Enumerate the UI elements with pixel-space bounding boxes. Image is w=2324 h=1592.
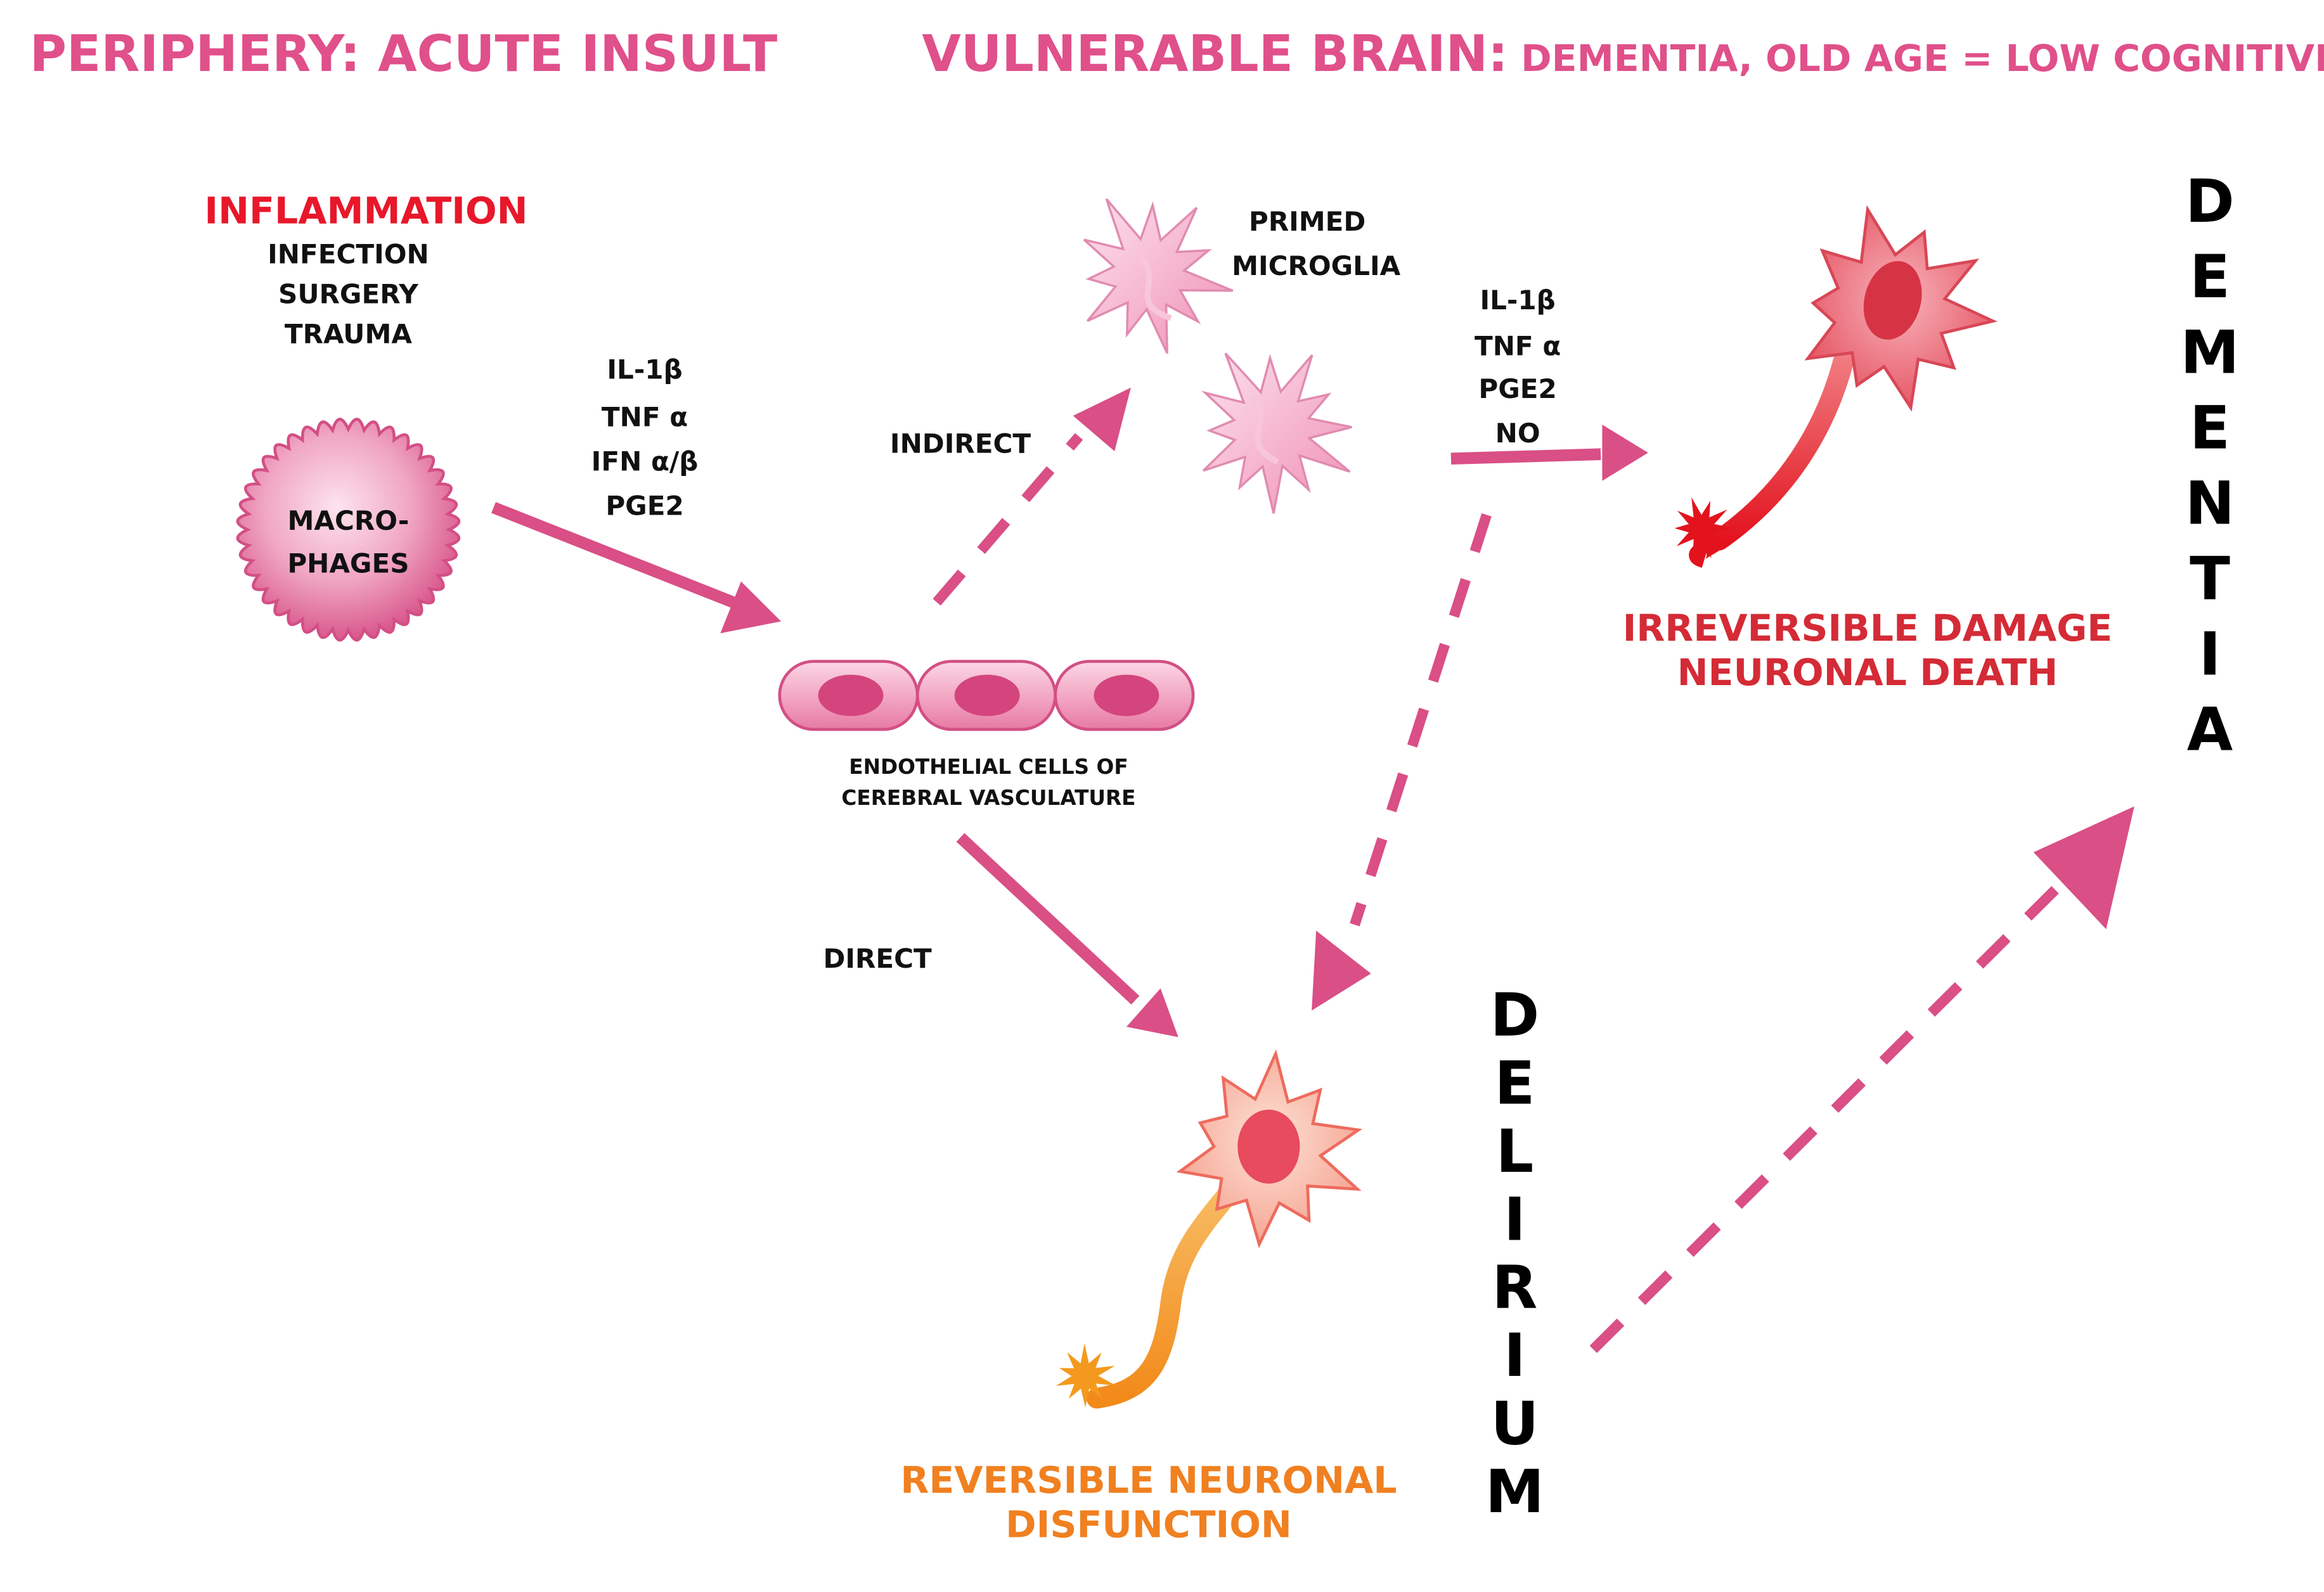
delirium-letter: U [1490,1390,1539,1459]
arrow-direct [956,833,1178,1037]
brain-mediator-tnfa: TNF α [1475,330,1561,361]
periphery-header: PERIPHERY: ACUTE INSULT [30,24,777,83]
dementia-letter: M [2180,318,2239,387]
endothelial-cells [778,660,1195,731]
irreversible-label-line1: IRREVERSIBLE DAMAGE [1623,607,2113,650]
brain-mediator-pge2: PGE2 [1478,373,1556,404]
inflammation-title: INFLAMMATION [204,189,527,233]
delirium-letter: R [1492,1254,1537,1323]
mediator-ifn: IFN α/β [591,446,699,477]
dementia-letter: E [2190,243,2230,312]
macrophage-label-line1: MACRO- [288,505,410,536]
arrow-delirium-to-dementia [1589,806,2134,1353]
dementia-letter: I [2199,620,2221,690]
neuron-reversible [1055,1049,1363,1409]
microglia-label-line2: MICROGLIA [1232,250,1401,281]
endothelial-label-line2: CEREBRAL VASCULATURE [841,786,1135,810]
brain-header-sub: DEMENTIA, OLD AGE = LOW COGNITIVE RESERV… [1508,37,2324,80]
arrow-microglia-to-reversible [1312,513,1492,1011]
cause-infection: INFECTION [268,239,429,270]
delirium-letter: D [1490,981,1540,1050]
delirium-letter: L [1496,1117,1534,1186]
delirium-letter: M [1485,1458,1544,1527]
endothelial-label-line1: ENDOTHELIAL CELLS OF [849,755,1128,779]
dementia-letter: E [2190,394,2230,463]
delirium-letter: I [1504,1185,1526,1254]
dementia-letter: T [2190,545,2230,614]
brain-mediator-il1b: IL-1β [1480,285,1555,316]
brain-mediator-no: NO [1495,418,1540,449]
macrophage-cell [236,418,461,642]
macrophage-label-line2: PHAGES [287,548,409,579]
mediator-tnfa: TNF α [602,401,688,432]
irreversible-label-line2: NEURONAL DEATH [1677,651,2058,694]
arrow-to-irreversible [1450,425,1648,481]
brain-header-main: VULNERABLE BRAIN: [922,24,1508,83]
neuron-irreversible [1674,205,1998,568]
dementia-letter: D [2185,167,2235,236]
arrow-indirect [933,387,1131,606]
delirium-letter: E [1495,1050,1535,1119]
reversible-label-line1: REVERSIBLE NEURONAL [900,1459,1397,1502]
delirium-letter: I [1504,1321,1526,1390]
microglia-label-line1: PRIMED [1249,206,1365,237]
dementia-letter: N [2185,470,2235,539]
dementia-letter: A [2187,696,2233,765]
primed-microglia [1083,198,1352,514]
direct-label: DIRECT [823,943,932,974]
indirect-label: INDIRECT [890,428,1031,459]
brain-header: VULNERABLE BRAIN: DEMENTIA, OLD AGE = LO… [922,24,2324,83]
reversible-label-line2: DISFUNCTION [1005,1503,1292,1546]
mediator-il1b: IL-1β [607,354,682,385]
cause-surgery: SURGERY [278,279,418,310]
cause-trauma: TRAUMA [285,319,412,350]
mediator-pge2: PGE2 [605,490,683,521]
arrow-to-endothelium [491,502,782,634]
